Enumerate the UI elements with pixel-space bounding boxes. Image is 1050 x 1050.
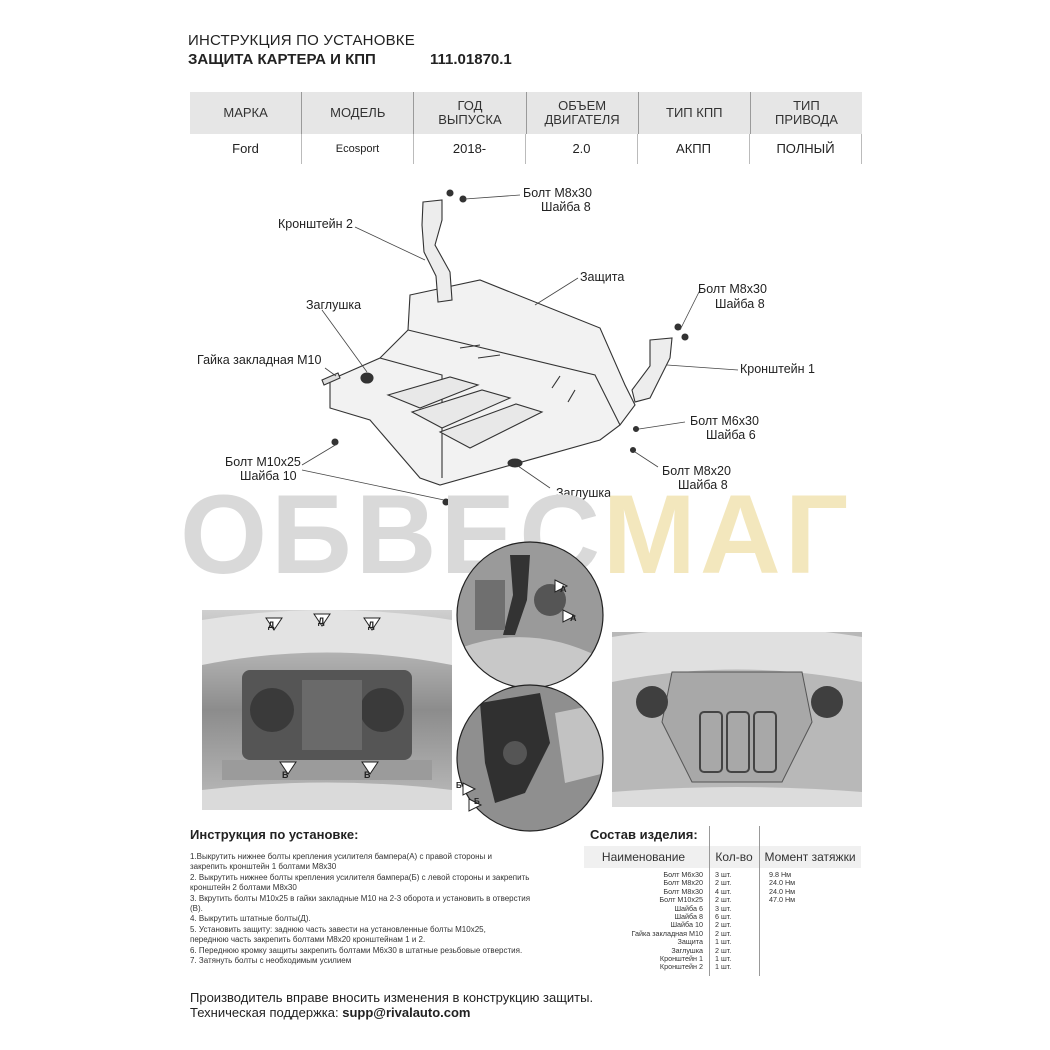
label-washer-6: Шайба 6 bbox=[706, 428, 756, 442]
spec-header-cell: МАРКА bbox=[190, 92, 303, 134]
spec-header-cell: ГОД ВЫПУСКА bbox=[414, 92, 527, 134]
label-plug-bottom: Заглушка bbox=[556, 486, 612, 500]
label-bolt-m8x20: Болт М8х20 bbox=[662, 464, 731, 478]
document-title: ИНСТРУКЦИЯ ПО УСТАНОВКЕ bbox=[188, 32, 415, 49]
label-bolt-m8x30-right: Болт М8х30 bbox=[698, 282, 767, 296]
marker-v-1: В bbox=[282, 770, 289, 780]
label-shield: Защита bbox=[580, 270, 625, 284]
label-bolt-m10x25: Болт М10х25 bbox=[225, 455, 301, 469]
photo-underside-before bbox=[202, 610, 452, 810]
marker-b-1: Б bbox=[456, 781, 462, 790]
spec-header-cell: ТИП КПП bbox=[639, 92, 751, 134]
col-header-qty: Кол-во bbox=[715, 850, 753, 864]
exploded-parts-diagram bbox=[301, 189, 739, 506]
plug-left bbox=[360, 372, 374, 384]
marker-d-1: Д bbox=[268, 620, 275, 630]
label-bolt-m8x30-top: Болт М8х30 bbox=[523, 186, 592, 200]
label-bracket-1: Кронштейн 1 bbox=[740, 362, 815, 376]
instruction-line: 2. Выкрутить нижнее болты крепления усил… bbox=[190, 872, 530, 882]
spec-cell-drive: ПОЛНЫЙ bbox=[750, 134, 862, 164]
support-line: Техническая поддержка: supp@rivalauto.co… bbox=[190, 1005, 470, 1020]
support-email[interactable]: supp@rivalauto.com bbox=[342, 1005, 471, 1020]
label-bracket-2: Кронштейн 2 bbox=[278, 217, 353, 231]
marker-d-2: Д bbox=[318, 616, 325, 626]
instructions-title: Инструкция по установке: bbox=[190, 827, 359, 842]
instruction-line: 1.Выкрутить нижнее болты крепления усили… bbox=[190, 852, 492, 861]
composition-table: Наименование Кол-во Момент затяжки Болт … bbox=[584, 826, 861, 976]
instruction-line: 6. Переднюю кромку защиты закрепить болт… bbox=[190, 945, 523, 955]
instruction-line: 3. Вкрутить болты М10х25 в гайки закладн… bbox=[190, 893, 531, 903]
instruction-line: переднюю часть закрепить болтами М8х20 к… bbox=[190, 935, 426, 945]
vehicle-spec-table: МАРКА МОДЕЛЬ ГОД ВЫПУСКА ОБЪЕМ ДВИГАТЕЛЯ… bbox=[190, 92, 862, 164]
label-bolt-m6x30: Болт М6х30 bbox=[690, 414, 759, 428]
marker-a-2: А bbox=[570, 613, 577, 623]
watermark-part-2: МАГ bbox=[603, 478, 853, 588]
shield-plate bbox=[329, 279, 636, 486]
product-code: 111.01870.1 bbox=[430, 51, 512, 68]
col-header-name: Наименование bbox=[601, 850, 686, 864]
label-nut-m10: Гайка закладная М10 bbox=[197, 353, 322, 367]
spec-header-cell: МОДЕЛЬ bbox=[302, 92, 415, 134]
instruction-line: кронштейн 2 болтами М8х30 bbox=[190, 883, 297, 893]
instruction-line: 4. Выкрутить штатные болты(Д). bbox=[190, 914, 311, 924]
spec-header-cell: ТИП ПРИВОДА bbox=[774, 98, 838, 127]
spec-cell-engine: 2.0 bbox=[526, 134, 638, 164]
label-washer-8-top: Шайба 8 bbox=[541, 200, 591, 214]
bracket-1 bbox=[631, 337, 673, 403]
marker-b-2: Б bbox=[474, 797, 480, 806]
spec-cell-make: Ford bbox=[190, 134, 302, 164]
instructions-list: 1.Выкрутить нижнее болты крепления усили… bbox=[190, 852, 575, 966]
photo-detail-bracket-2 bbox=[456, 684, 604, 832]
table-divider bbox=[759, 826, 760, 976]
marker-d-3: Д bbox=[368, 620, 375, 630]
spec-cell-year: 2018- bbox=[414, 134, 526, 164]
photo-detail-bracket-1 bbox=[456, 541, 604, 689]
instruction-line: 5. Установить защиту: заднюю часть завес… bbox=[190, 924, 486, 934]
label-washer-8-low: Шайба 8 bbox=[678, 478, 728, 492]
instruction-line: (В). bbox=[190, 904, 203, 914]
bracket-2 bbox=[421, 199, 453, 303]
col-header-torque: Момент затяжки bbox=[764, 850, 856, 864]
composition-header: Наименование Кол-во Момент затяжки bbox=[584, 846, 861, 868]
composition-title: Состав изделия: bbox=[590, 827, 698, 842]
marker-a-1: А bbox=[560, 584, 567, 594]
instruction-line: 7. Затянуть болты с необходимым усилием bbox=[190, 956, 352, 966]
spec-table-row: Ford Ecosport 2018- 2.0 АКПП ПОЛНЫЙ bbox=[190, 134, 862, 164]
product-name: ЗАЩИТА КАРТЕРА И КПП bbox=[188, 51, 376, 68]
label-plug-left: Заглушка bbox=[306, 298, 362, 312]
instruction-line: закрепить кронштейн 1 болтами М8х30 bbox=[190, 862, 337, 872]
spec-cell-model: Ecosport bbox=[302, 134, 414, 164]
photo-installed-shield bbox=[612, 632, 862, 807]
spec-table-header: МАРКА МОДЕЛЬ ГОД ВЫПУСКА ОБЪЕМ ДВИГАТЕЛЯ… bbox=[190, 92, 862, 134]
label-washer-8-right: Шайба 8 bbox=[715, 297, 765, 311]
label-washer-10: Шайба 10 bbox=[240, 469, 297, 483]
spec-cell-gearbox: АКПП bbox=[638, 134, 750, 164]
support-label: Техническая поддержка: bbox=[190, 1005, 339, 1020]
marker-v-2: В bbox=[364, 770, 371, 780]
disclaimer: Производитель вправе вносить изменения в… bbox=[190, 990, 594, 1005]
plug-bottom bbox=[507, 458, 523, 468]
table-divider bbox=[709, 826, 710, 976]
spec-header-cell: ОБЪЕМ ДВИГАТЕЛЯ bbox=[527, 92, 639, 134]
